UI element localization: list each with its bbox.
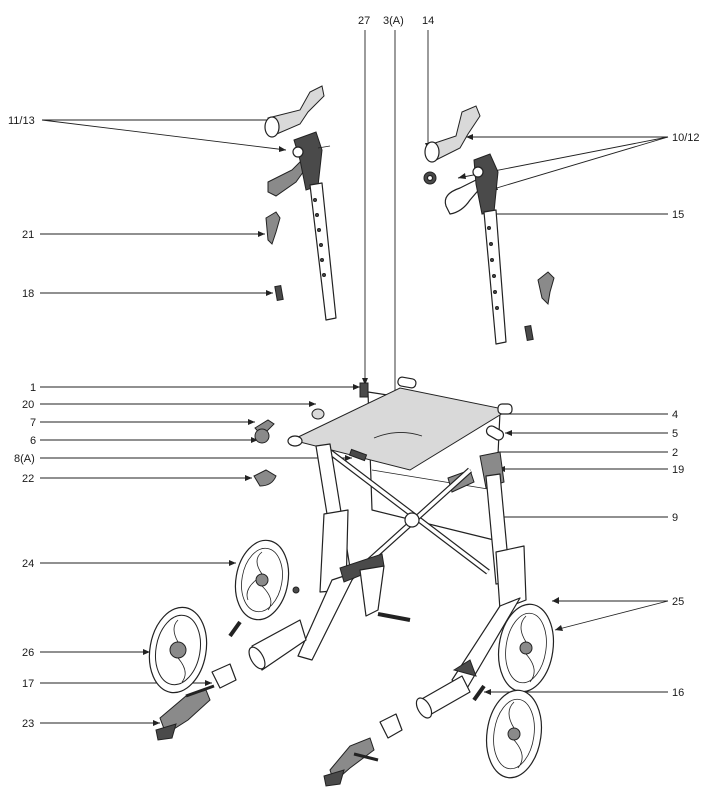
- label-15: 15: [672, 209, 684, 221]
- label-4: 4: [672, 409, 678, 421]
- label-10-12: 10/12: [672, 132, 700, 144]
- label-5: 5: [672, 428, 678, 440]
- label-11-13: 11/13: [8, 115, 35, 127]
- label-8a: 8(A): [14, 453, 35, 465]
- label-18: 18: [22, 288, 34, 300]
- label-25: 25: [672, 596, 684, 608]
- leader-lines: [40, 30, 669, 724]
- label-21: 21: [22, 229, 34, 241]
- rear-left-wheel: [234, 539, 290, 621]
- label-6: 6: [30, 435, 36, 447]
- right-handle-assembly: [423, 105, 555, 345]
- label-19: 19: [672, 464, 684, 476]
- front-right-wheel: [485, 689, 543, 779]
- front-left-wheel: [148, 606, 208, 694]
- castor-forks: [155, 663, 403, 787]
- label-2: 2: [672, 447, 678, 459]
- label-9: 9: [672, 512, 678, 524]
- label-23: 23: [22, 718, 34, 730]
- label-20: 20: [22, 399, 34, 411]
- label-22: 22: [22, 473, 34, 485]
- label-1: 1: [30, 382, 36, 394]
- frame: [228, 443, 527, 719]
- part-labels: 27 3(A) 14 11/13 10/12 15 21 18 1 20 7 6…: [8, 15, 700, 730]
- label-27: 27: [358, 15, 370, 27]
- label-26: 26: [22, 647, 34, 659]
- rear-right-wheel: [497, 603, 555, 693]
- left-handle-assembly: [264, 85, 337, 321]
- label-17: 17: [22, 678, 34, 690]
- label-14: 14: [422, 15, 434, 27]
- label-3a: 3(A): [383, 15, 404, 27]
- label-7: 7: [30, 417, 36, 429]
- label-24: 24: [22, 558, 34, 570]
- label-16: 16: [672, 687, 684, 699]
